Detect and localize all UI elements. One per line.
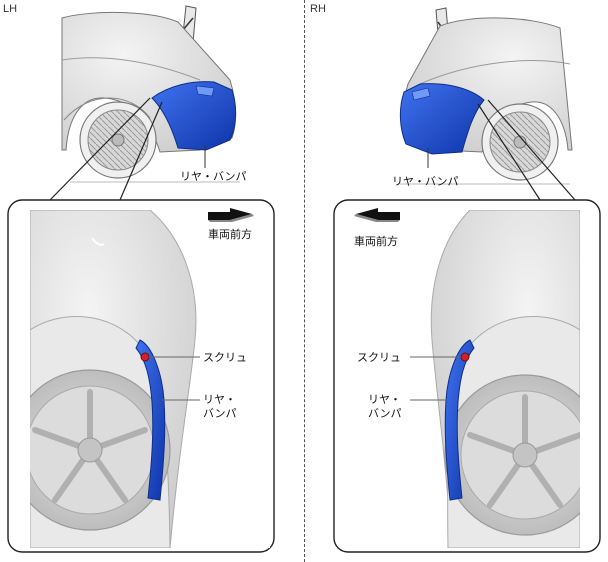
lh-overview-car — [61, 5, 240, 183]
lh-direction-arrow-icon — [208, 208, 254, 222]
rh-top-bumper-label: リヤ・バンパ — [392, 175, 459, 188]
lh-bumper-label-line2: バンパ — [203, 407, 237, 420]
rh-zoom-line-1 — [477, 103, 541, 201]
lh-zoom-line-1 — [49, 97, 151, 201]
panel-divider — [304, 0, 305, 562]
rh-bumper-label-line1: リヤ・ — [368, 393, 401, 406]
rh-direction-arrow-icon — [354, 208, 400, 222]
lh-screw-label: スクリュ — [203, 351, 247, 364]
lh-top-bumper-label: リヤ・バンパ — [180, 170, 247, 183]
lh-zoom-line-2 — [119, 101, 163, 201]
rh-direction-label: 車両前方 — [354, 235, 398, 248]
rh-zoom-line-2 — [487, 99, 576, 201]
lh-bumper-label-line1: リヤ・ — [203, 393, 236, 406]
lh-direction-label: 車両前方 — [208, 228, 252, 241]
rh-bumper-label-line2: バンパ — [368, 407, 402, 420]
rh-label: RH — [310, 3, 326, 15]
lh-detail-view — [30, 210, 270, 548]
lh-label: LH — [3, 3, 18, 15]
rh-screw-label: スクリュ — [357, 351, 401, 364]
rh-detail-view — [340, 210, 580, 548]
rh-overview-car — [399, 7, 573, 185]
